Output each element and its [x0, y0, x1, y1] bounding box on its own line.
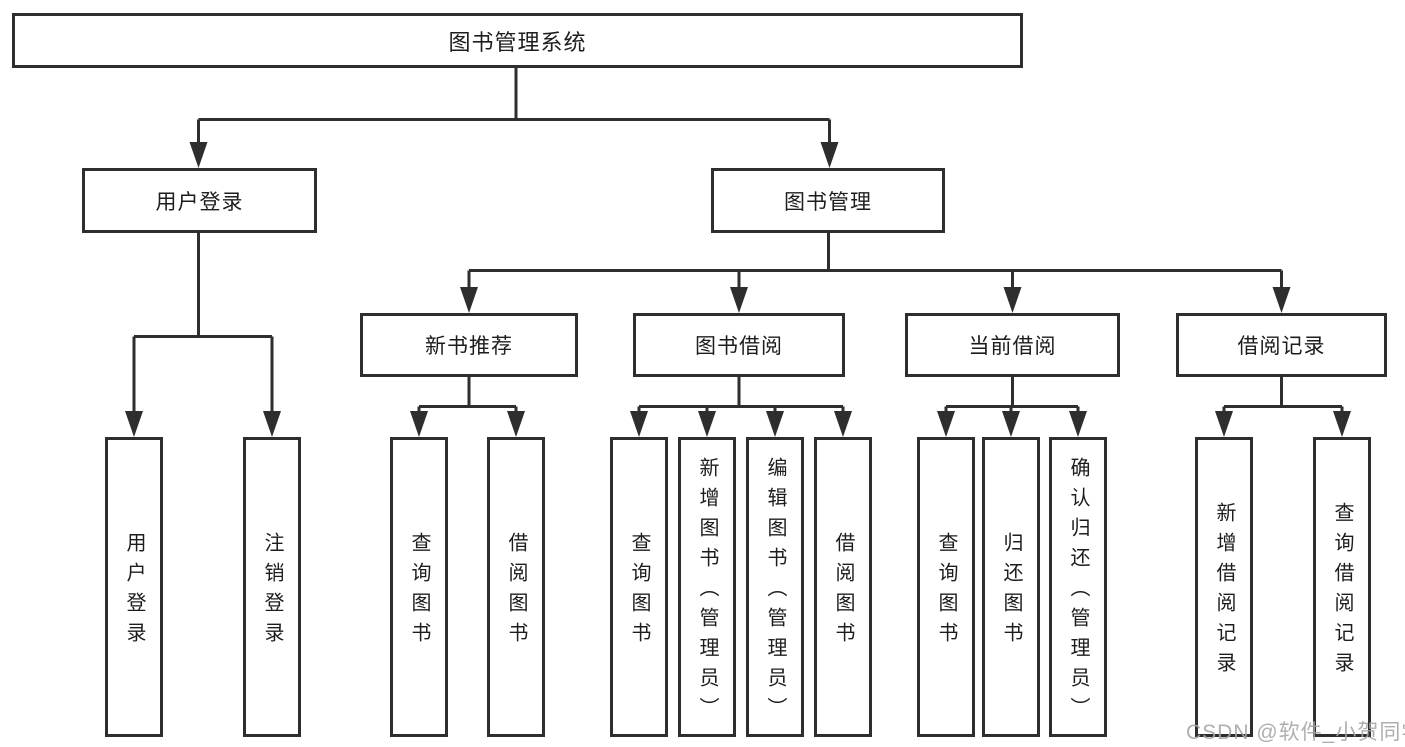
arrow-down-icon [1272, 287, 1291, 313]
node-label: 借阅图书 [832, 532, 854, 652]
watermark: CSDN @软件_小贺同学 [1186, 721, 1405, 744]
leaf-query-book-current: 查询图书 [917, 437, 975, 737]
leaf-add-borrow-record: 新增借阅记录 [1195, 437, 1253, 737]
node-label: 确认归还（管理员） [1067, 457, 1089, 727]
node-label: 借阅图书 [505, 532, 527, 652]
node-label: 新书推荐 [425, 335, 513, 358]
leaf-edit-book-admin: 编辑图书（管理员） [746, 437, 804, 737]
leaf-borrow-book: 借阅图书 [814, 437, 872, 737]
node-label: 图书借阅 [695, 335, 783, 358]
node-label: 查询图书 [628, 532, 650, 652]
arrow-down-icon [730, 287, 748, 313]
arrow-down-icon [1069, 411, 1087, 437]
arrow-down-icon [1333, 411, 1351, 437]
leaf-return-book: 归还图书 [982, 437, 1040, 737]
node-label: 新增图书（管理员） [696, 457, 718, 727]
arrow-down-icon [834, 411, 852, 437]
leaf-logout-login: 注销登录 [243, 437, 301, 737]
leaf-query-book-recommend: 查询图书 [390, 437, 448, 737]
arrow-down-icon [766, 411, 784, 437]
node-book-management: 图书管理 [711, 168, 945, 233]
node-label: 图书管理系统 [448, 29, 587, 55]
node-library-management-system: 图书管理系统 [12, 13, 1023, 68]
node-label: 查询图书 [935, 532, 957, 652]
arrow-down-icon [263, 411, 281, 437]
leaf-user-login: 用户登录 [105, 437, 163, 737]
arrow-down-icon [820, 142, 839, 168]
node-borrow-record: 借阅记录 [1176, 313, 1387, 377]
node-user-login: 用户登录 [82, 168, 317, 233]
leaf-borrow-book-recommend: 借阅图书 [487, 437, 545, 737]
arrow-down-icon [507, 411, 525, 437]
node-new-book-recommend: 新书推荐 [360, 313, 578, 377]
node-label: 当前借阅 [968, 335, 1057, 358]
arrow-down-icon [1215, 411, 1233, 437]
node-label: 查询图书 [408, 532, 430, 652]
arrow-down-icon [189, 142, 208, 168]
node-label: 新增借阅记录 [1213, 502, 1235, 682]
node-label: 借阅记录 [1237, 335, 1326, 358]
node-label: 归还图书 [1000, 532, 1022, 652]
node-label: 图书管理 [784, 190, 872, 214]
arrow-down-icon [460, 287, 478, 313]
node-current-borrow: 当前借阅 [905, 313, 1120, 377]
node-label: 用户登录 [123, 532, 145, 652]
leaf-query-borrow-record: 查询借阅记录 [1313, 437, 1371, 737]
leaf-confirm-return-admin: 确认归还（管理员） [1049, 437, 1107, 737]
arrow-down-icon [410, 411, 428, 437]
arrow-down-icon [1003, 287, 1022, 313]
arrow-down-icon [1002, 411, 1020, 437]
arrow-down-icon [937, 411, 955, 437]
node-book-borrow: 图书借阅 [633, 313, 845, 377]
node-label: 编辑图书（管理员） [764, 457, 786, 727]
connector-lines [132, 68, 1344, 415]
leaf-add-book-admin: 新增图书（管理员） [678, 437, 736, 737]
node-label: 注销登录 [261, 532, 283, 652]
arrow-down-icon [630, 411, 648, 437]
node-label: 用户登录 [155, 190, 244, 214]
node-label: 查询借阅记录 [1331, 502, 1353, 682]
arrow-down-icon [125, 411, 143, 437]
leaf-query-book-borrow: 查询图书 [610, 437, 668, 737]
arrow-down-icon [698, 411, 716, 437]
